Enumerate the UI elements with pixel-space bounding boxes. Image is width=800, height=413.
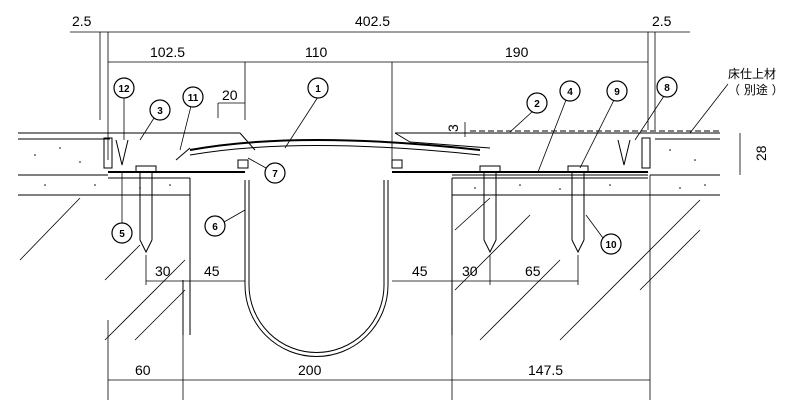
callout-5: 5 <box>111 172 133 244</box>
svg-text:6: 6 <box>212 222 218 233</box>
dim-upper-left: 102.5 <box>150 44 185 60</box>
svg-text:5: 5 <box>119 229 125 240</box>
callout-7: 7 <box>247 157 286 184</box>
callout-4: 4 <box>537 80 581 173</box>
dim-height-28: 28 <box>753 145 769 161</box>
floor-slab <box>18 130 720 335</box>
svg-text:11: 11 <box>188 93 199 104</box>
callout-6: 6 <box>204 209 246 237</box>
dim-upper-middle: 110 <box>305 44 328 60</box>
dim-mid-45-right: 45 <box>412 263 428 279</box>
cover-plate <box>189 132 491 169</box>
dim-small-3: 3 <box>445 124 461 132</box>
svg-text:7: 7 <box>272 169 278 180</box>
svg-text:4: 4 <box>567 87 573 98</box>
trough <box>244 180 389 357</box>
dim-upper-right: 190 <box>505 44 529 60</box>
dim-small-20: 20 <box>222 87 238 103</box>
dim-bottom-200: 200 <box>298 362 322 378</box>
svg-text:1: 1 <box>315 84 321 95</box>
anchors <box>135 165 589 254</box>
callout-3: 3 <box>139 99 171 141</box>
svg-text:2: 2 <box>534 99 540 110</box>
svg-text:12: 12 <box>118 84 130 95</box>
separate-label: （ 別途 ） <box>728 82 784 97</box>
dim-mid-30-left: 30 <box>155 263 171 279</box>
top-dimension-lines <box>70 31 690 160</box>
callout-10: 10 <box>585 214 622 255</box>
callout-12: 12 <box>113 77 135 140</box>
svg-text:9: 9 <box>614 87 620 98</box>
side-frames <box>103 137 651 169</box>
svg-text:10: 10 <box>605 240 617 251</box>
svg-text:3: 3 <box>157 106 163 117</box>
callout-9: 9 <box>579 80 628 169</box>
dim-top-left-gap: 2.5 <box>72 13 92 29</box>
bottom-dimension-lines <box>107 175 651 400</box>
dim-mid-45-left: 45 <box>204 263 220 279</box>
callout-2: 2 <box>509 92 548 133</box>
concrete-texture <box>34 147 706 190</box>
svg-text:8: 8 <box>664 83 670 94</box>
callout-1: 1 <box>284 77 329 149</box>
dim-mid-65: 65 <box>525 263 541 279</box>
callout-11: 11 <box>179 86 204 151</box>
dim-bottom-60: 60 <box>135 362 151 378</box>
dim-top-total: 402.5 <box>355 13 390 29</box>
dim-bottom-147: 147.5 <box>528 362 563 378</box>
callout-8: 8 <box>634 76 678 141</box>
dim-mid-30-right: 30 <box>462 263 478 279</box>
dim-top-right-gap: 2.5 <box>652 13 672 29</box>
floor-finish-label: 床仕上材 <box>728 67 776 81</box>
middle-dimension-lines <box>145 255 579 285</box>
